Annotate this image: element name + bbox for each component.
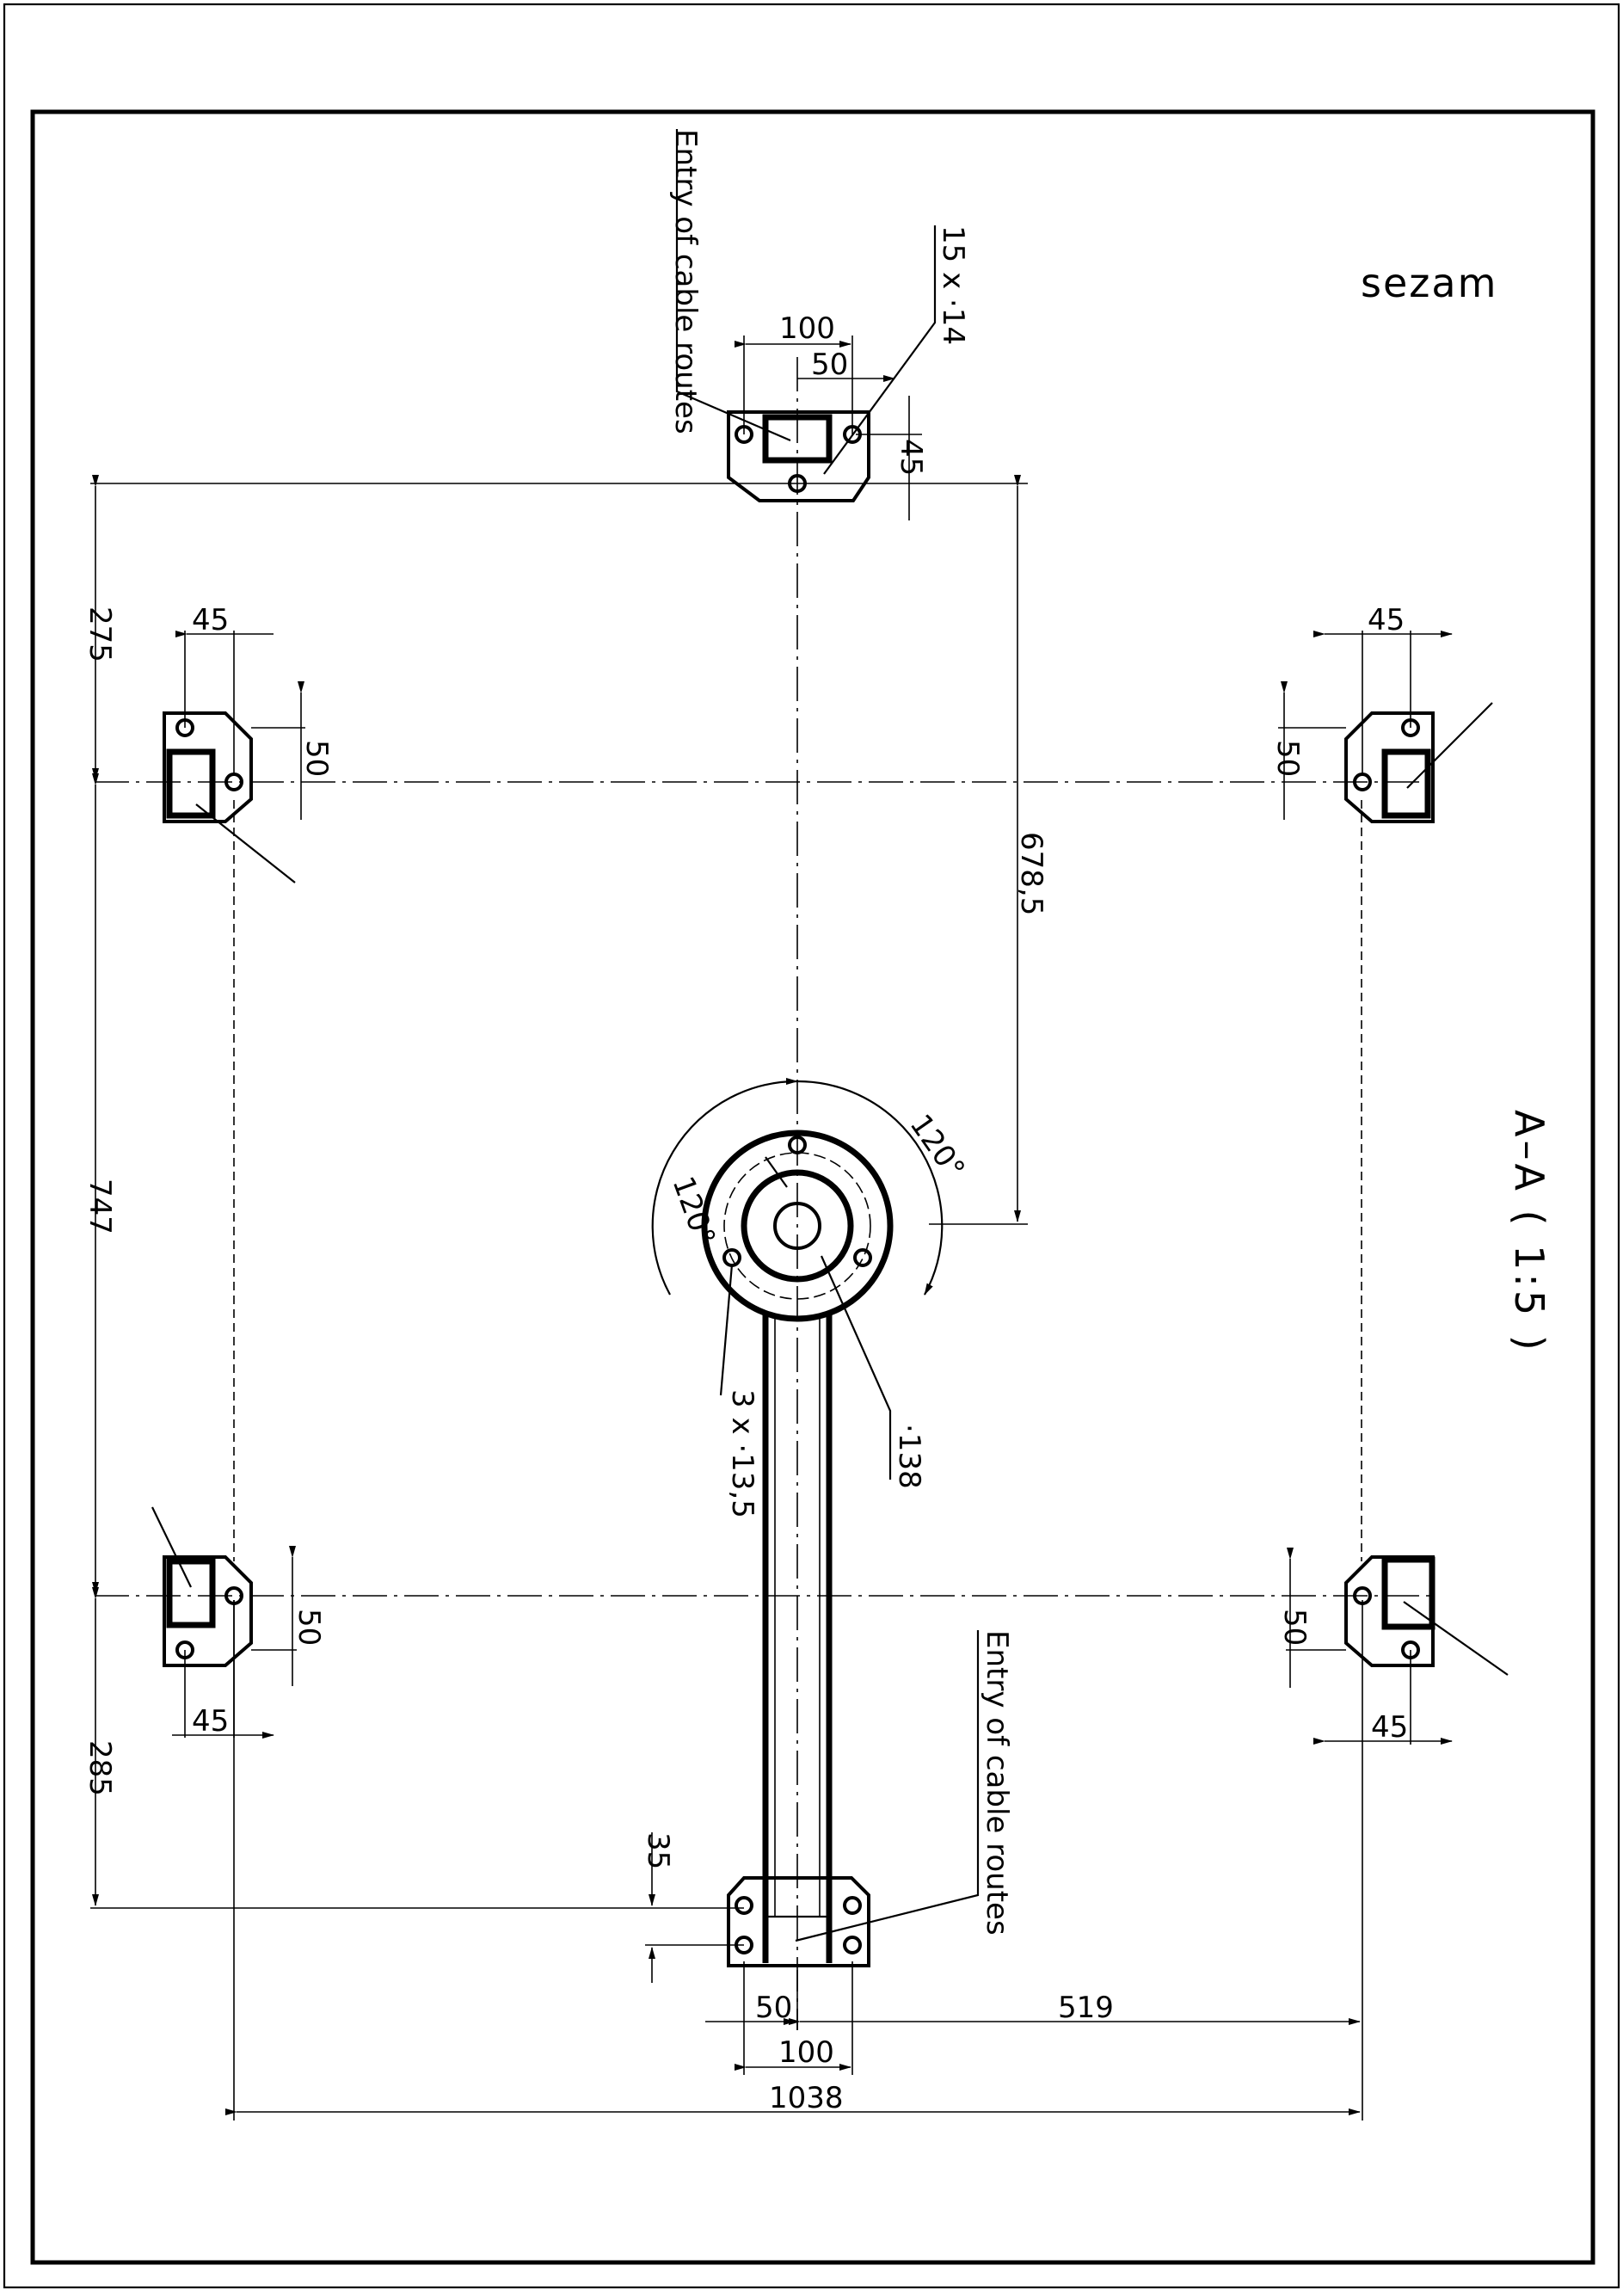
dim-vertical-285: 285 xyxy=(83,1740,117,1796)
dim-bottom-100: 100 xyxy=(778,2035,834,2070)
top-mount-plate xyxy=(727,410,870,502)
dim-vertical-275: 275 xyxy=(83,606,117,662)
brand-label: sezam xyxy=(1361,260,1497,306)
dim-left-top-50: 50 xyxy=(299,740,334,777)
dim-vertical-747: 747 xyxy=(83,1179,117,1234)
angle-right-label: 120° xyxy=(903,1108,972,1185)
dim-bottom-50: 50 xyxy=(755,1991,792,2025)
left-lower-mount-plate xyxy=(151,1506,253,1667)
dim-right-top-50: 50 xyxy=(1270,740,1305,777)
dim-top-45: 45 xyxy=(894,439,928,476)
dim-bottom-35: 35 xyxy=(641,1832,675,1869)
dim-left-top-45: 45 xyxy=(192,603,229,637)
dim-top-50: 50 xyxy=(811,348,848,382)
callout-cable-entry-top: Entry of cable routes xyxy=(668,129,703,434)
dim-left-bottom-45: 45 xyxy=(192,1704,229,1739)
callout-cable-entry-bottom: Entry of cable routes xyxy=(980,1630,1014,1936)
central-flange xyxy=(701,1130,894,1322)
right-upper-mount-plate xyxy=(1344,702,1493,823)
dim-top-100: 100 xyxy=(779,311,835,346)
inner-frame xyxy=(30,109,1595,2265)
dim-bottom-519: 519 xyxy=(1058,1991,1114,2025)
callout-diameter-138: ·138 xyxy=(892,1424,926,1489)
dim-overall-1038: 1038 xyxy=(769,2081,844,2115)
dim-right-bottom-45: 45 xyxy=(1371,1710,1408,1745)
right-lower-mount-plate xyxy=(1344,1555,1509,1676)
dim-vertical-678-5: 678,5 xyxy=(1014,832,1048,915)
dim-left-bottom-50: 50 xyxy=(292,1609,326,1646)
dim-right-bottom-50: 50 xyxy=(1277,1609,1312,1646)
callout-holes-15: 15 x ·14 xyxy=(936,225,970,345)
outer-frame xyxy=(3,3,1620,2289)
bottom-mount-plate xyxy=(727,1876,870,1967)
callout-holes-3: 3 x ·13,5 xyxy=(725,1389,759,1518)
dim-right-top-45: 45 xyxy=(1368,603,1405,637)
left-upper-mount-plate xyxy=(163,711,296,883)
support-column xyxy=(762,1314,833,1963)
section-label: A–A ( 1:5 ) xyxy=(1506,1110,1552,1354)
